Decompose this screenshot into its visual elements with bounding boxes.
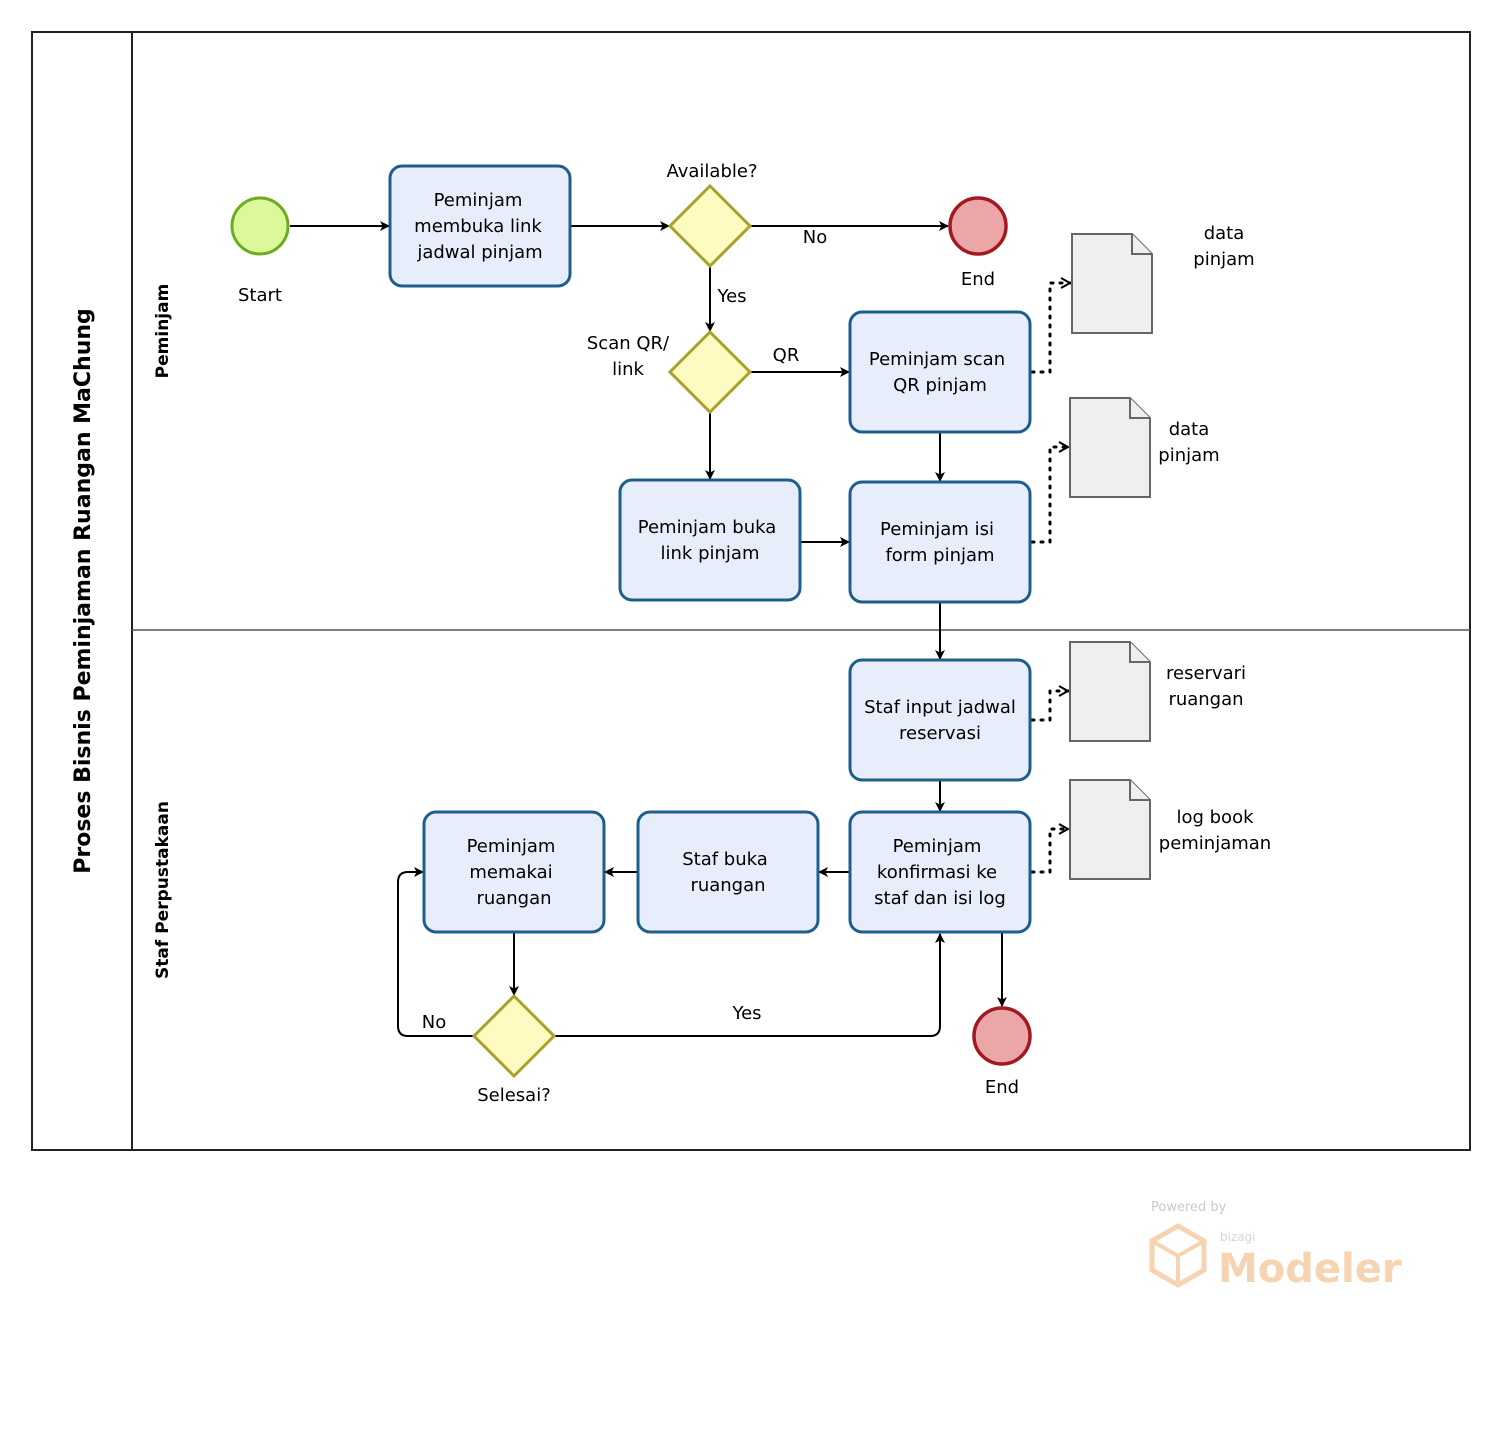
task-label: reservasi xyxy=(899,723,981,744)
flow-selesai-yes xyxy=(555,933,945,1037)
watermark-product: Modeler xyxy=(1218,1246,1402,1292)
task-label: Peminjam xyxy=(893,836,982,857)
task-buka-ruangan[interactable]: Staf buka ruangan xyxy=(636,810,820,934)
data-object-label: ruangan xyxy=(1168,689,1243,710)
pool-title: Proses Bisnis Peminjaman Ruangan MaChung xyxy=(71,308,96,874)
task-label: ruangan xyxy=(476,888,551,909)
flow-selesai-no xyxy=(397,867,473,1037)
task-buka-link-pinjam[interactable]: Peminjam buka link pinjam xyxy=(618,478,802,602)
flow-label-yes-selesai: Yes xyxy=(731,1003,761,1024)
pool: Proses Bisnis Peminjaman Ruangan MaChung… xyxy=(31,31,1471,1151)
association-konfirmasi-log xyxy=(1030,829,1068,874)
gateway-scan-or-link xyxy=(667,329,753,415)
data-object-log-book: log book peminjaman xyxy=(1069,779,1271,880)
watermark-powered: Powered by xyxy=(1151,1200,1227,1215)
task-label: jadwal pinjam xyxy=(416,242,542,263)
association-form-data xyxy=(1030,447,1068,544)
lane-title-peminjam: Peminjam xyxy=(153,284,173,379)
task-label: staf dan isi log xyxy=(874,888,1006,909)
task-label: Staf input jadwal xyxy=(864,697,1016,718)
start-label: Start xyxy=(238,285,282,306)
task-label: form pinjam xyxy=(885,545,994,566)
gateway-selesai xyxy=(471,993,557,1079)
task-konfirmasi[interactable]: Peminjam konfirmasi ke staf dan isi log xyxy=(848,810,1032,934)
task-label: Staf buka xyxy=(682,849,768,870)
data-object-label: reservari xyxy=(1166,663,1246,684)
task-label: Peminjam xyxy=(467,836,556,857)
task-input-jadwal[interactable]: Staf input jadwal reservasi xyxy=(848,658,1032,782)
task-memakai-ruangan[interactable]: Peminjam memakai ruangan xyxy=(422,810,606,934)
task-label: Peminjam scan xyxy=(869,349,1005,370)
gateway-available-label: Available? xyxy=(666,161,757,182)
flow-label-no-selesai: No xyxy=(422,1012,446,1033)
watermark-brand: bizagi xyxy=(1220,1230,1256,1244)
task-label: ruangan xyxy=(690,875,765,896)
task-label: konfirmasi ke xyxy=(877,862,997,883)
flow-label-no-available: No xyxy=(803,227,827,248)
task-label: link pinjam xyxy=(661,543,760,564)
gateway-available xyxy=(667,183,753,269)
watermark: Powered by bizagi Modeler xyxy=(1149,1200,1402,1292)
data-object-label: pinjam xyxy=(1193,249,1254,270)
sequence-flows xyxy=(290,221,1007,1037)
gateway-scan-label-2: link xyxy=(612,359,644,380)
data-object-label: data xyxy=(1169,419,1210,440)
flow-label-qr: QR xyxy=(773,345,800,366)
gateway-scan-label-1: Scan QR/ xyxy=(587,333,670,354)
data-object-label: log book xyxy=(1176,807,1254,828)
gateway-selesai-label: Selesai? xyxy=(477,1085,551,1106)
task-label: Peminjam xyxy=(434,190,523,211)
task-isi-form[interactable]: Peminjam isi form pinjam xyxy=(848,480,1032,604)
start-event xyxy=(230,196,290,256)
end-event-1 xyxy=(948,196,1008,256)
data-object-label: data xyxy=(1204,223,1245,244)
task-label: membuka link xyxy=(414,216,542,237)
end-event-2 xyxy=(972,1006,1032,1066)
data-object-data-pinjam-2: data pinjam xyxy=(1069,397,1220,498)
task-label: memakai xyxy=(469,862,552,883)
association-input-reservasi xyxy=(1030,691,1068,722)
end-label-1: End xyxy=(961,269,995,290)
data-object-label: pinjam xyxy=(1158,445,1219,466)
task-buka-link-jadwal[interactable]: Peminjam membuka link jadwal pinjam xyxy=(388,164,572,288)
flow-label-yes-available: Yes xyxy=(716,286,746,307)
data-object-reservasi: reservari ruangan xyxy=(1069,641,1246,742)
association-scan-data xyxy=(1030,283,1070,374)
bizagi-logo-icon xyxy=(1149,1223,1207,1288)
task-label: Peminjam isi xyxy=(880,519,994,540)
end-label-2: End xyxy=(985,1077,1019,1098)
task-label: QR pinjam xyxy=(893,375,987,396)
task-label: Peminjam buka xyxy=(638,517,777,538)
data-object-label: peminjaman xyxy=(1159,833,1271,854)
associations xyxy=(1030,283,1070,874)
task-scan-qr[interactable]: Peminjam scan QR pinjam xyxy=(848,310,1032,434)
lane-title-staf: Staf Perpustakaan xyxy=(153,801,173,979)
data-object-data-pinjam-1: data pinjam xyxy=(1071,223,1255,334)
